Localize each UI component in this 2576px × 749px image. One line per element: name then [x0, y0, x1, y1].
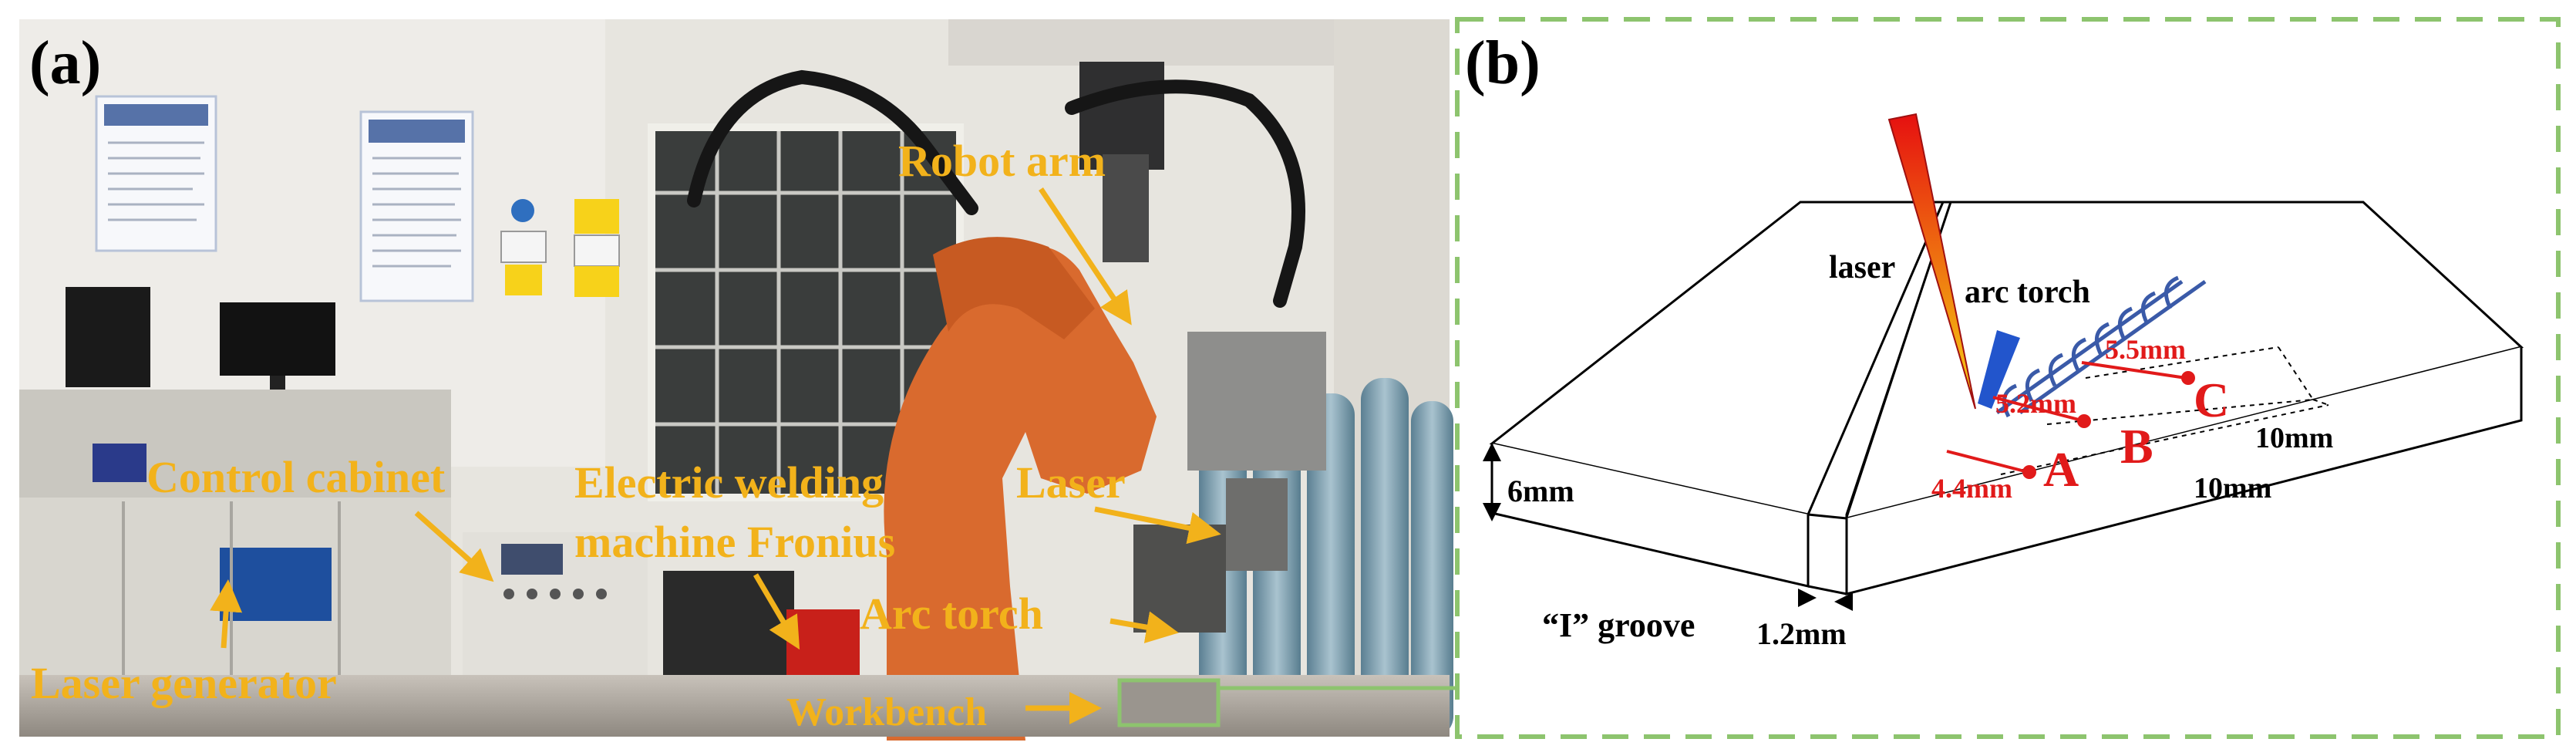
poster-2 — [359, 110, 474, 302]
label-dist-b: 5.2mm — [1995, 388, 2076, 419]
control-cabinet-screen — [501, 544, 563, 575]
callout-electric-welding-1: Electric welding — [574, 457, 884, 508]
label-gap: 1.2mm — [1756, 616, 1847, 651]
weld-bead — [1995, 275, 2207, 418]
safety-signs — [500, 199, 620, 297]
label-spacing-2: 10mm — [2194, 472, 2271, 504]
laser-beam — [1887, 113, 1976, 410]
label-groove: “I” groove — [1542, 606, 1695, 644]
cables — [687, 69, 1305, 308]
monitor — [220, 302, 335, 376]
label-spacing-1: 10mm — [2255, 422, 2333, 454]
callout-control-cabinet: Control cabinet — [146, 452, 446, 502]
callout-laser-generator: Laser generator — [31, 658, 337, 708]
label-point-c: C — [2194, 373, 2229, 427]
dimension-arrows — [1483, 443, 1853, 611]
robot-arm — [884, 62, 1326, 741]
label-thickness: 6mm — [1507, 474, 1574, 508]
groove-top-edge — [1807, 513, 1847, 520]
workpiece — [1118, 679, 1218, 727]
laser-generator-top — [19, 390, 451, 498]
callout-arc-torch: Arc torch — [860, 589, 1043, 639]
label-arc-torch: arc torch — [1965, 275, 2090, 310]
measurements — [1946, 361, 2195, 479]
callout-arrows — [210, 187, 1221, 724]
poster-1-header — [104, 104, 208, 126]
right-plate-front — [1845, 347, 2523, 595]
measurement-grid — [2000, 346, 2329, 475]
poster-2-header — [369, 120, 465, 143]
panel-a-photo — [19, 19, 1488, 741]
ceiling — [948, 19, 1334, 66]
label-laser: laser — [1829, 250, 1895, 285]
poster-text-lines — [108, 141, 461, 268]
laser-generator-panel — [93, 444, 146, 482]
panel-a-label: (a) — [29, 29, 101, 97]
zoom-box — [1117, 678, 1221, 727]
panel-b-label: (b) — [1465, 29, 1541, 97]
callout-robot-arm: Robot arm — [898, 136, 1106, 186]
computer-tower — [66, 287, 150, 387]
label-dist-c: 5.5mm — [2105, 334, 2186, 365]
callout-workbench: Workbench — [786, 690, 987, 734]
control-buttons — [503, 589, 607, 599]
monitor-stand — [270, 376, 285, 393]
laser-generator-sign — [220, 548, 332, 621]
label-dist-a: 4.4mm — [1931, 473, 2012, 504]
callout-laser: Laser — [1016, 457, 1126, 508]
label-point-a: A — [2043, 442, 2079, 497]
arc-torch — [1978, 330, 2020, 409]
groove-left-line — [1807, 201, 1944, 515]
callout-electric-welding-2: machine Fronius — [574, 517, 895, 567]
label-point-b: B — [2120, 419, 2153, 474]
